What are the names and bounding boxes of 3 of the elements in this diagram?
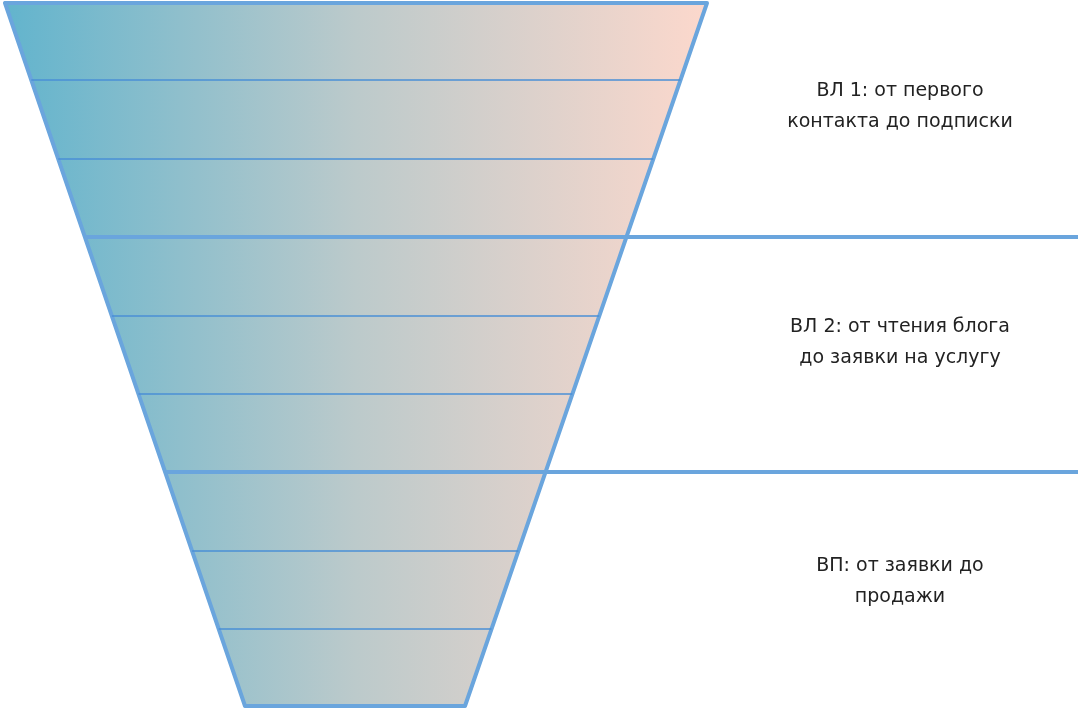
stage-label: ВЛ 1: от первого контакта до подписки	[786, 77, 1014, 133]
stage-label: ВП: от заявки до продажи	[815, 552, 985, 608]
stage-label: ВЛ 2: от чтения блога до заявки на услугу	[789, 313, 1011, 369]
